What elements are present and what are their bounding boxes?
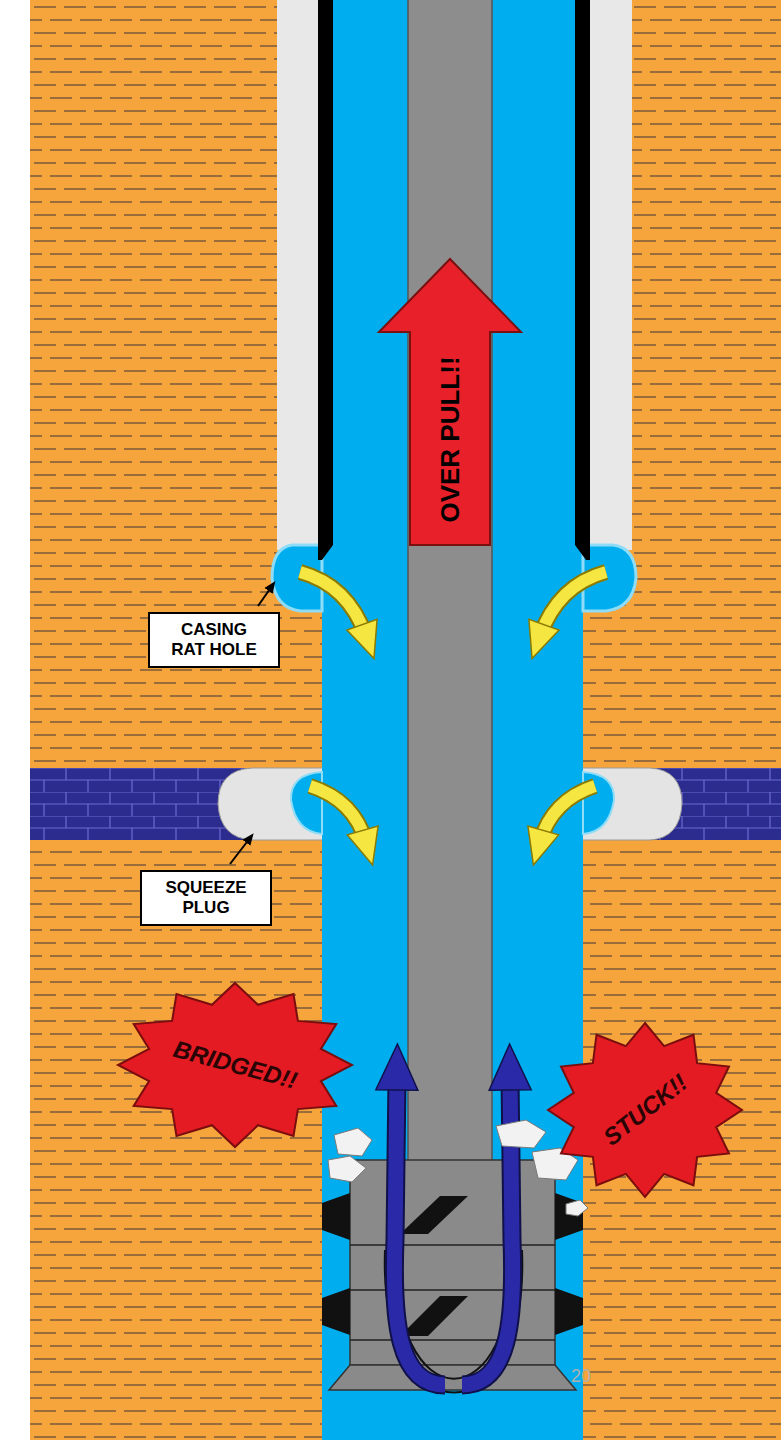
blade-slash bbox=[400, 1196, 468, 1234]
stabilizer-blade bbox=[322, 1288, 350, 1335]
blade-slash bbox=[400, 1296, 468, 1336]
squeeze-plug-cement bbox=[575, 768, 682, 840]
warning-burst: BRIDGED!! bbox=[115, 980, 355, 1150]
inflow-arrow bbox=[540, 786, 595, 842]
text-area: SQUEEZE PLUG bbox=[156, 878, 256, 917]
burst-shape bbox=[548, 1023, 742, 1197]
inflow-arrow bbox=[310, 786, 366, 842]
inflow-arrow bbox=[540, 572, 606, 636]
flow-arrow bbox=[394, 1078, 445, 1385]
callout-box: SQUEEZE PLUG bbox=[140, 870, 272, 926]
casing-cement bbox=[589, 0, 632, 550]
alert-text: STUCK!! bbox=[598, 1069, 693, 1152]
callout-text: SQUEEZE PLUG bbox=[156, 878, 256, 917]
leader-arrow bbox=[230, 838, 250, 864]
burst-shape bbox=[118, 983, 352, 1147]
overpull-arrow: OVER PULL!! bbox=[377, 257, 523, 547]
flow-arrow-outline bbox=[394, 1078, 445, 1385]
bottom-hole-assembly bbox=[350, 1160, 555, 1365]
stabilizer-blade bbox=[322, 1193, 350, 1240]
cutting bbox=[496, 1120, 546, 1148]
bha-joints bbox=[350, 1245, 555, 1340]
flow-arrow-outline bbox=[540, 572, 606, 636]
callout-box: CASING RAT HOLE bbox=[148, 612, 280, 668]
flow-arrow-outline bbox=[300, 572, 366, 636]
flow-arrow-outline bbox=[540, 786, 595, 842]
flow-arrow-outline bbox=[310, 786, 366, 842]
text-area: OVER PULL!! bbox=[410, 332, 490, 547]
drill-bit bbox=[329, 1365, 576, 1390]
drill-pipe bbox=[408, 0, 492, 1162]
leader-arrow bbox=[258, 586, 272, 606]
text-area: STUCK!! bbox=[545, 1020, 745, 1200]
callout-text: CASING RAT HOLE bbox=[164, 620, 264, 659]
cutting bbox=[328, 1156, 366, 1182]
arrow-text: OVER PULL!! bbox=[435, 356, 466, 522]
cutting bbox=[334, 1128, 372, 1156]
shale-formation bbox=[30, 0, 781, 1440]
page-number: 20 bbox=[571, 1366, 591, 1387]
stabilizer-blade bbox=[555, 1288, 583, 1335]
arrow-shape bbox=[379, 259, 521, 545]
casing-wall bbox=[575, 0, 590, 560]
warning-burst: STUCK!! bbox=[545, 1020, 745, 1200]
text-area: CASING RAT HOLE bbox=[164, 620, 264, 659]
inflow-arrow bbox=[300, 572, 366, 636]
text-area: BRIDGED!! bbox=[115, 980, 355, 1150]
casing-wall bbox=[318, 0, 333, 560]
alert-text: BRIDGED!! bbox=[170, 1035, 300, 1095]
casing-cement bbox=[277, 0, 319, 550]
cutting bbox=[566, 1200, 588, 1216]
